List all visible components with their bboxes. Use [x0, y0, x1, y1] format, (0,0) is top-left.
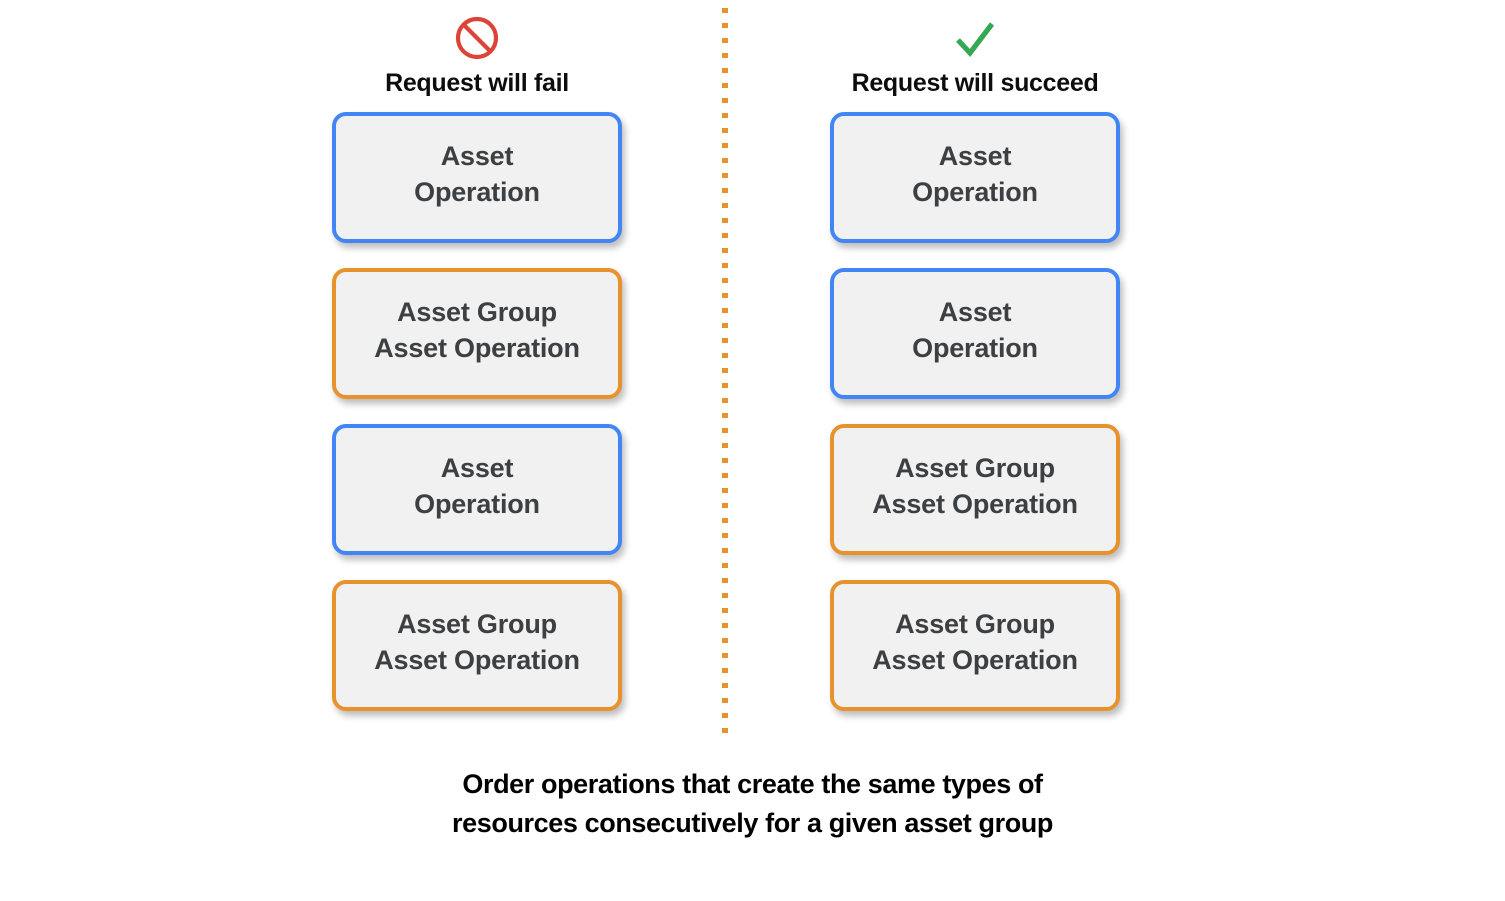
column-divider	[722, 8, 728, 736]
card-line: Asset Group	[895, 452, 1055, 483]
card-line: Asset Group	[895, 608, 1055, 639]
column-header-fail: Request will fail	[307, 0, 647, 98]
card-asset-operation[interactable]: Asset Operation	[332, 424, 622, 555]
card-line: Asset	[440, 452, 514, 483]
card-line: Asset	[938, 296, 1012, 327]
column-title-fail: Request will fail	[385, 69, 569, 97]
check-icon	[956, 22, 995, 58]
card-asset-group-asset-operation[interactable]: Asset Group Asset Operation	[830, 424, 1120, 555]
card-line: Operation	[414, 176, 540, 207]
card-line: Asset Group	[397, 608, 557, 639]
column-request-will-succeed: Request will succeed Asset Operation Ass…	[805, 0, 1145, 711]
card-asset-group-asset-operation[interactable]: Asset Group Asset Operation	[830, 580, 1120, 711]
card-line: Asset	[938, 140, 1012, 171]
card-stack-fail: Asset Operation Asset Group Asset Operat…	[307, 112, 647, 711]
card-line: Operation	[912, 332, 1038, 363]
caption-line-2: resources consecutively for a given asse…	[452, 808, 1053, 838]
card-line: Asset Group	[397, 296, 557, 327]
card-stack-succeed: Asset Operation Asset Operation Asset Gr…	[805, 112, 1145, 711]
column-header-succeed: Request will succeed	[805, 0, 1145, 98]
column-title-succeed: Request will succeed	[851, 69, 1099, 97]
card-line: Asset	[440, 140, 514, 171]
card-line: Operation	[414, 488, 540, 519]
diagram-caption: Order operations that create the same ty…	[0, 765, 1505, 843]
card-line: Asset Operation	[374, 332, 580, 363]
card-asset-operation[interactable]: Asset Operation	[830, 112, 1120, 243]
card-line: Asset Operation	[872, 644, 1078, 675]
caption-line-1: Order operations that create the same ty…	[462, 769, 1043, 799]
card-line: Asset Operation	[374, 644, 580, 675]
card-asset-group-asset-operation[interactable]: Asset Group Asset Operation	[332, 268, 622, 399]
card-asset-group-asset-operation[interactable]: Asset Group Asset Operation	[332, 580, 622, 711]
column-request-will-fail: Request will fail Asset Operation Asset …	[307, 0, 647, 711]
card-asset-operation[interactable]: Asset Operation	[332, 112, 622, 243]
prohibition-icon	[455, 16, 499, 60]
card-line: Asset Operation	[872, 488, 1078, 519]
card-asset-operation[interactable]: Asset Operation	[830, 268, 1120, 399]
card-line: Operation	[912, 176, 1038, 207]
